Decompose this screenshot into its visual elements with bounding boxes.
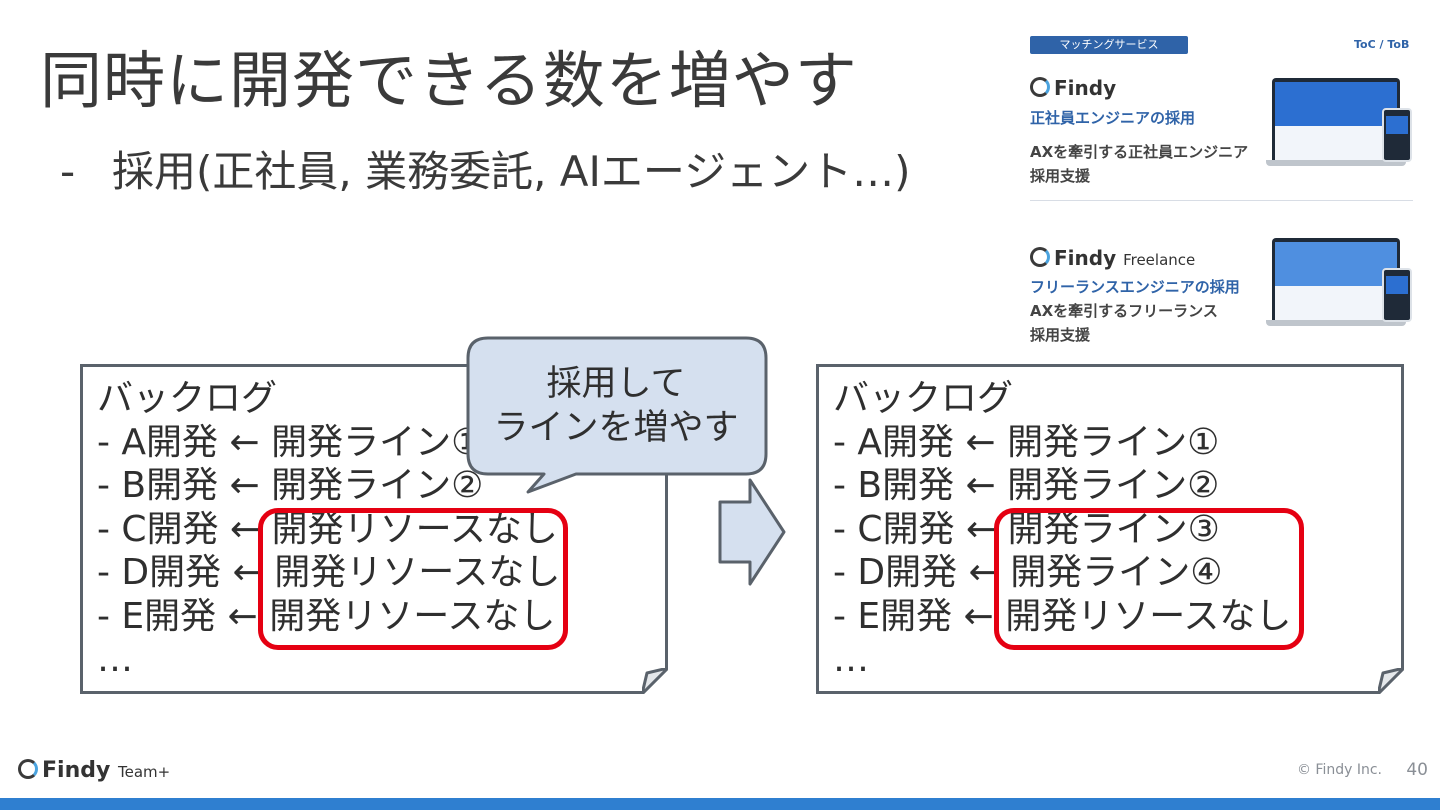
freelance-heading: フリーランスエンジニアの採用: [1030, 278, 1240, 296]
page-fold-corner: [642, 668, 668, 694]
matching-service-tag: マッチングサービス: [1030, 36, 1188, 54]
copyright: © Findy Inc.: [1296, 762, 1382, 778]
backlog-ellipsis: …: [97, 639, 133, 680]
findy-logo-icon: [1030, 77, 1050, 97]
backlog-item: - C開発 ← 開発ライン③: [833, 508, 1220, 550]
backlog-item: - E開発 ← 開発リソースなし: [833, 595, 1292, 637]
ad-divider: [1030, 200, 1413, 201]
backlog-item: - B開発 ← 開発ライン②: [833, 465, 1220, 506]
backlog-item: - D開発 ← 開発ライン④: [833, 552, 1223, 593]
right-arrow-icon: [718, 478, 786, 586]
backlog-heading: バックログ: [833, 378, 1014, 419]
fulltime-description: AXを牽引する正社員エンジニア 採用支援: [1030, 143, 1249, 185]
speech-bubble: [466, 336, 768, 494]
bullet-text: 採用(正社員, 業務委託, AIエージェント…): [112, 147, 911, 196]
freelance-description: AXを牽引するフリーランス 採用支援: [1030, 302, 1218, 344]
remaining-gap-highlight: [994, 508, 1304, 650]
bottom-accent-bar: [0, 798, 1440, 810]
findy-freelance-logo: Findy Freelance: [1030, 246, 1195, 270]
footer-logo: Findy Team+: [18, 758, 170, 783]
bullet-point: -採用(正社員, 業務委託, AIエージェント…): [60, 138, 910, 199]
backlog-heading: バックログ: [97, 378, 278, 419]
speech-bubble-text: 採用して ラインを増やす: [493, 364, 739, 448]
bullet-dash: -: [60, 147, 76, 196]
backlog-before: バックログ - A開発 ← 開発ライン① - B開発 ← 開発ライン② - C開…: [80, 364, 668, 694]
page-fold-corner: [1378, 668, 1404, 694]
findy-logo-icon: [1030, 247, 1050, 267]
backlog-ellipsis: …: [833, 639, 869, 680]
slide-title: 同時に開発できる数を増やす: [40, 44, 858, 117]
backlog-item: - B開発 ← 開発ライン②: [97, 465, 484, 506]
backlog-item: - C開発 ← 開発リソースなし: [97, 508, 558, 550]
page-number: 40: [1406, 760, 1428, 780]
fulltime-heading: 正社員エンジニアの採用: [1030, 109, 1196, 127]
backlog-item: - A開発 ← 開発ライン①: [833, 421, 1220, 463]
backlog-item: - A開発 ← 開発ライン①: [97, 421, 484, 463]
backlog-before-list: バックログ - A開発 ← 開発ライン① - B開発 ← 開発ライン② - C開…: [97, 377, 560, 682]
backlog-after-list: バックログ - A開発 ← 開発ライン① - B開発 ← 開発ライン② - C開…: [833, 377, 1291, 682]
audience-label: ToC / ToB: [1354, 38, 1410, 51]
no-resource-highlight: [258, 508, 568, 650]
findy-logo: Findy: [1030, 76, 1116, 100]
backlog-item: - D開発 ← 開発リソースなし: [97, 552, 561, 593]
backlog-after: バックログ - A開発 ← 開発ライン① - B開発 ← 開発ライン② - C開…: [816, 364, 1404, 694]
backlog-item: - E開発 ← 開発リソースなし: [97, 595, 556, 637]
findy-logo-icon: [18, 759, 38, 779]
